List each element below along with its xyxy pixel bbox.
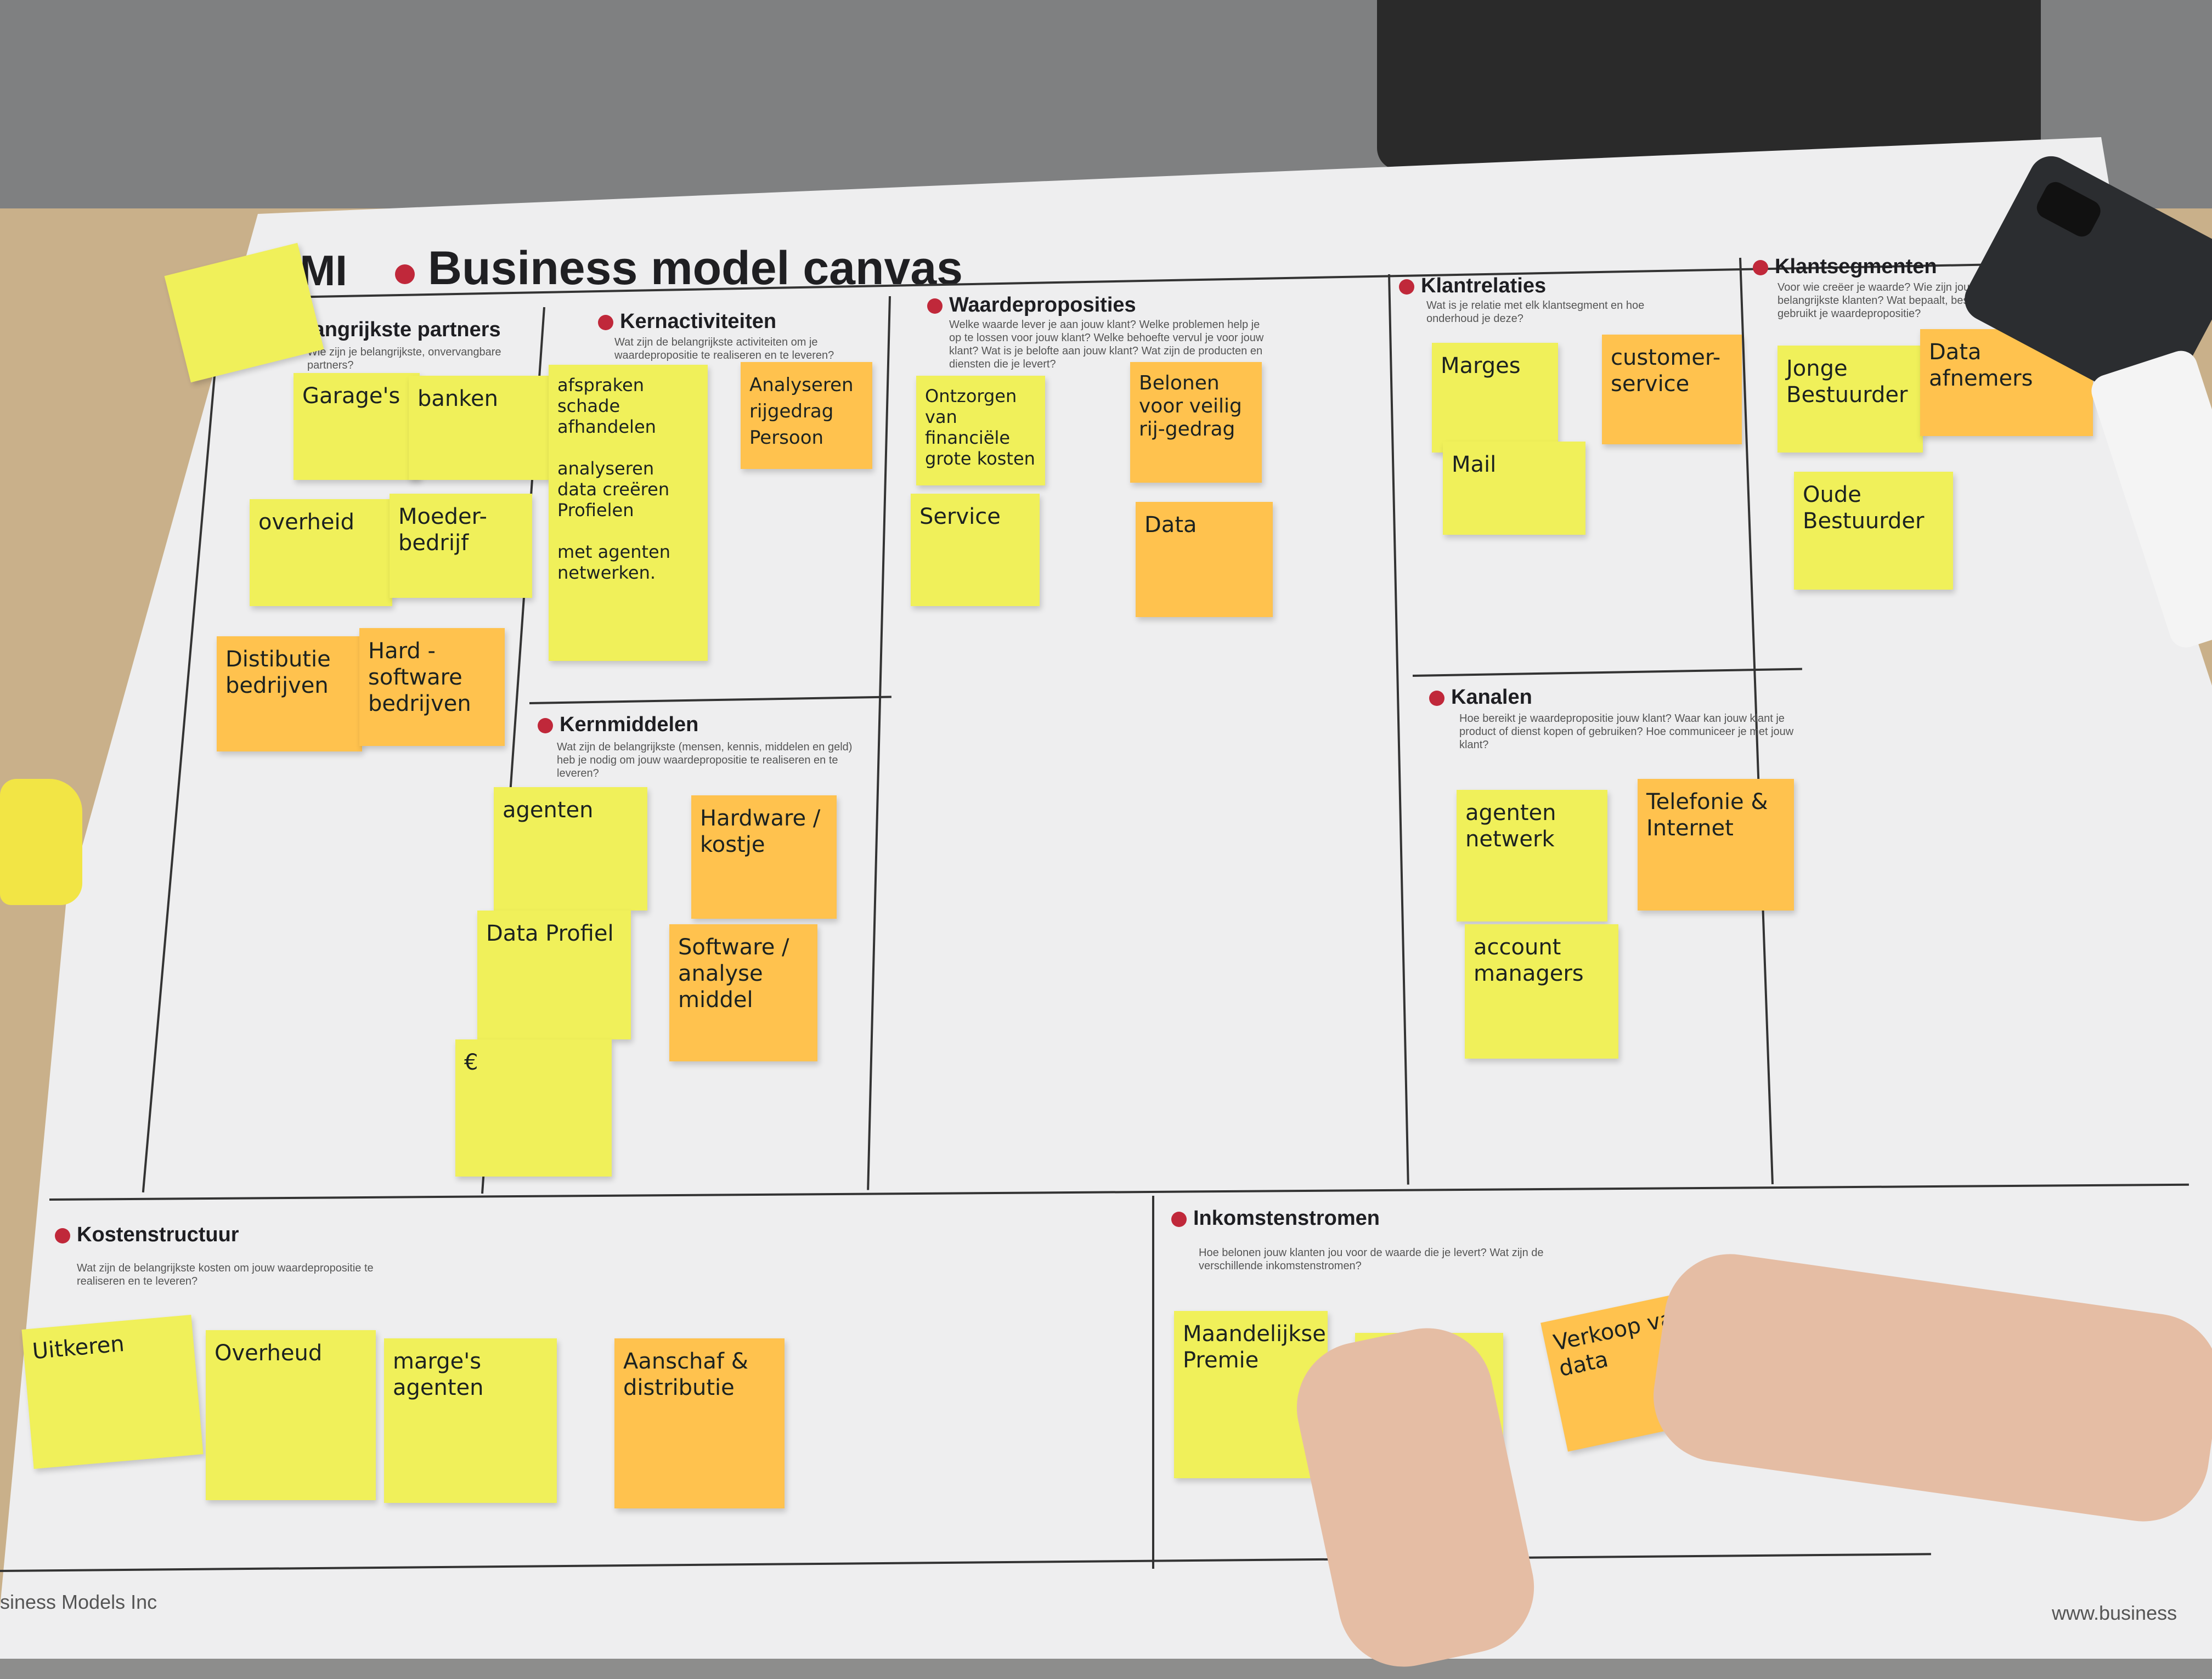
value-dot-icon — [927, 298, 943, 314]
revenue-dot-icon — [1171, 1211, 1187, 1227]
resources-title: Kernmiddelen — [538, 713, 698, 737]
sticky-note[interactable]: marge's agenten — [384, 1338, 557, 1503]
costs-dot-icon — [55, 1228, 70, 1243]
sticky-note[interactable]: Overheud — [206, 1330, 376, 1500]
sticky-note[interactable]: Garage's — [294, 373, 420, 480]
relations-dot-icon — [1399, 279, 1414, 295]
chair-back — [1377, 0, 2041, 170]
segments-dot-icon — [1753, 259, 1768, 275]
segments-desc: Voor wie creëer je waarde? Wie zijn jouw… — [1778, 281, 2002, 320]
partners-desc: Wie zijn je belangrijkste, onvervangbare… — [307, 346, 501, 371]
sticky-note[interactable]: Jonge Bestuurder — [1778, 346, 1923, 453]
canvas-title: Business model canvas — [395, 241, 963, 296]
sticky-note[interactable]: Service — [911, 494, 1040, 606]
sticky-note[interactable]: Analyseren rijgedrag Persoon — [741, 362, 872, 469]
sticky-note[interactable]: Belonen voor veilig rij-gedrag — [1130, 362, 1262, 483]
channels-dot-icon — [1429, 690, 1444, 706]
relations-desc: Wat is je relatie met elk klantsegment e… — [1426, 299, 1645, 325]
sticky-note[interactable]: Software / analyse middel — [669, 924, 817, 1061]
relations-title: Klantrelaties — [1399, 274, 1546, 298]
divider-revenue — [1152, 1196, 1154, 1569]
sticky-note[interactable]: Uitkeren — [21, 1314, 204, 1469]
sticky-note[interactable]: € — [455, 1039, 612, 1177]
activities-dot-icon — [598, 314, 613, 330]
sticky-note[interactable]: Aanschaf & distributie — [614, 1338, 785, 1508]
sticky-note[interactable]: agenten — [494, 787, 647, 911]
revenue-title: Inkomstenstromen — [1171, 1207, 1380, 1230]
sticky-note[interactable]: Oude Bestuurder — [1794, 472, 1953, 590]
value-desc: Welke waarde lever je aan jouw klant? We… — [949, 319, 1264, 370]
activities-title: Kernactiviteiten — [598, 310, 776, 333]
sticky-note[interactable]: agenten netwerk — [1457, 790, 1607, 922]
sticky-note[interactable]: customer-service — [1602, 335, 1742, 444]
sticky-note[interactable]: Telefonie & Internet — [1638, 779, 1794, 911]
crumpled-sticky-note — [0, 779, 82, 905]
activities-desc: Wat zijn de belangrijkste activiteiten o… — [614, 336, 834, 361]
sticky-note[interactable]: Hard - software bedrijven — [359, 628, 505, 746]
sticky-note[interactable]: Marges — [1432, 343, 1558, 453]
costs-title: Kostenstructuur — [55, 1223, 239, 1247]
sticky-note[interactable]: Data — [1136, 502, 1273, 617]
sticky-note[interactable]: Mail — [1443, 442, 1585, 535]
sticky-note[interactable]: account managers — [1465, 924, 1618, 1059]
partners-title: langrijkste partners — [307, 318, 501, 341]
sticky-note[interactable]: Hardware / kostje — [691, 795, 837, 919]
sticky-note[interactable]: Distibutie bedrijven — [217, 636, 362, 751]
camera-icon — [2033, 178, 2104, 241]
value-title: Waardeproposities — [927, 293, 1136, 317]
footer-left: siness Models Inc — [0, 1591, 157, 1613]
sticky-note[interactable]: Ontzorgen van financiële grote kosten — [916, 376, 1045, 485]
sticky-note[interactable]: Data Profiel — [477, 911, 631, 1039]
resources-dot-icon — [538, 717, 553, 733]
footer-right: www.business — [2052, 1602, 2177, 1624]
sticky-note[interactable]: overheid — [250, 499, 392, 606]
sticky-note[interactable]: Moeder-bedrijf — [390, 494, 532, 598]
costs-desc: Wat zijn de belangrijkste kosten om jouw… — [77, 1262, 374, 1287]
channels-desc: Hoe bereikt je waardepropositie jouw kla… — [1459, 713, 1794, 751]
channels-title: Kanalen — [1429, 686, 1532, 709]
sticky-note[interactable]: banken — [409, 376, 551, 480]
title-dot-icon — [395, 264, 415, 284]
resources-desc: Wat zijn de belangrijkste (mensen, kenni… — [557, 741, 853, 779]
segments-title: Klantsegmenten — [1753, 255, 1937, 279]
revenue-desc: Hoe belonen jouw klanten jou voor de waa… — [1199, 1247, 1544, 1272]
